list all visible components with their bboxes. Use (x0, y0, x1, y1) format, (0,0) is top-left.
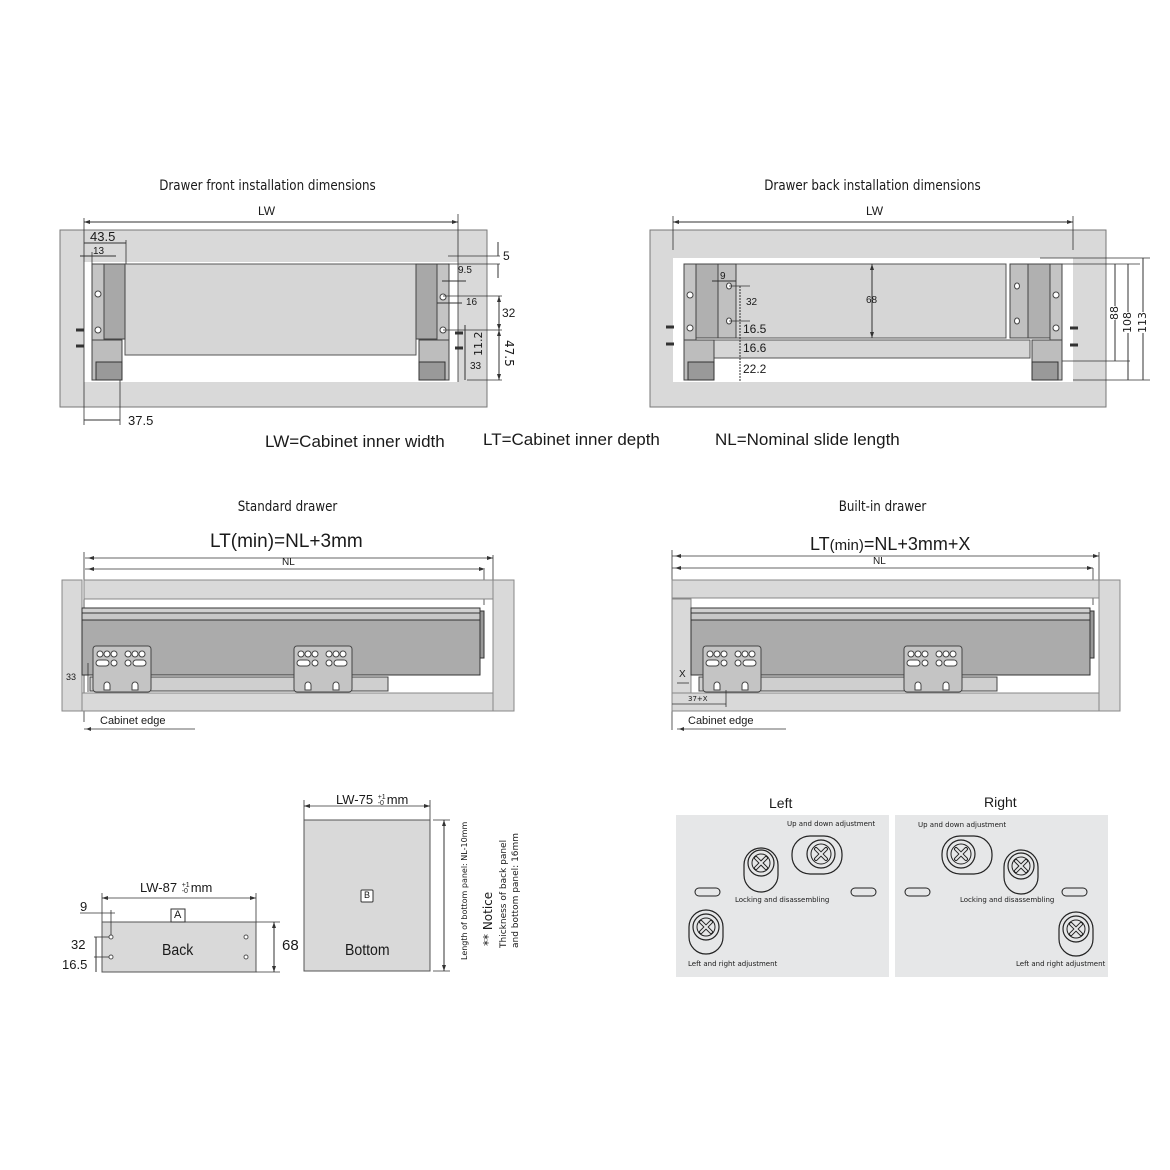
standard-cabinet-edge: Cabinet edge (100, 715, 166, 727)
tag-a-box (170, 908, 186, 923)
back-title: Drawer back installation dimensions (764, 178, 981, 194)
builtin-title: Built-in drawer (838, 499, 927, 515)
builtin-formula-rest: =NL+3mm+X (863, 534, 971, 554)
front-lw-label: LW (258, 204, 276, 218)
back-panel-name: Back (162, 942, 194, 959)
adjust-left-lock: Locking and disassembling (735, 896, 830, 904)
front-dim-9-5: 9.5 (458, 265, 472, 276)
standard-dim-33: 33 (66, 672, 77, 682)
back-panel-dim-32: 32 (71, 937, 86, 952)
adjust-left-updown: Up and down adjustment (787, 820, 876, 828)
builtin-formula-min: (min) (829, 537, 864, 554)
bottom-panel-width: LW-75 +1 -0 mm (336, 793, 408, 807)
front-dim-37-5: 37.5 (128, 413, 154, 428)
back-panel-dim-9: 9 (80, 899, 88, 914)
back-panel-unit: mm (190, 880, 213, 895)
front-dim-33: 33 (470, 361, 482, 372)
back-dim-16-6: 16.6 (743, 341, 767, 355)
adjust-right-updown: Up and down adjustment (918, 821, 1007, 829)
back-dim-9: 9 (720, 271, 726, 282)
back-lw-label: LW (866, 204, 884, 218)
legend-lw: LW=Cabinet inner width (265, 432, 445, 451)
legend-lt: LT=Cabinet inner depth (483, 430, 660, 449)
bracket-right (293, 645, 353, 693)
bottom-panel-name: Bottom (345, 942, 390, 959)
legend-nl: NL=Nominal slide length (715, 430, 900, 449)
front-dim-43-5: 43.5 (90, 229, 116, 244)
front-dim-13: 13 (93, 246, 105, 257)
bottom-panel-tol-bot: -0 (377, 799, 384, 807)
standard-title: Standard drawer (237, 499, 338, 515)
back-panel-width-value: LW-87 (140, 880, 178, 895)
bracket-right (903, 645, 963, 693)
bottom-panel-unit: mm (386, 792, 409, 807)
builtin-x-label: X (679, 669, 686, 680)
back-dim-68: 68 (866, 295, 878, 306)
standard-nl-label: NL (282, 557, 295, 568)
adjust-right-lock: Locking and disassembling (960, 896, 1055, 904)
builtin-cabinet-edge: Cabinet edge (688, 715, 754, 727)
builtin-dim-37x: 37+X (688, 695, 708, 703)
back-panel-width: LW-87 +1 -0 mm (140, 881, 212, 895)
front-title: Drawer front installation dimensions (159, 178, 376, 194)
back-panel-dim-16-5: 16.5 (62, 957, 88, 972)
adjust-right-leftright: Left and right adjustment (1016, 960, 1106, 968)
adjust-left-leftright: Left and right adjustment (688, 960, 778, 968)
back-dim-16-5: 16.5 (743, 322, 767, 336)
builtin-nl-label: NL (873, 556, 886, 567)
bottom-panel-tol-top: +1 (377, 793, 386, 801)
back-dim-22-2: 22.2 (743, 362, 767, 376)
front-dim-5: 5 (503, 249, 510, 263)
front-dim-16: 16 (466, 297, 478, 308)
bracket-left (702, 645, 762, 693)
bottom-panel-tag: B (364, 890, 371, 900)
tag-b-box (360, 889, 374, 903)
back-dim-32: 32 (746, 297, 758, 308)
front-dim-32: 32 (502, 306, 516, 320)
back-panel-dim-68: 68 (282, 937, 299, 954)
bracket-left (92, 645, 152, 693)
back-panel-tol-top: +1 (181, 881, 190, 889)
bottom-panel-width-value: LW-75 (336, 792, 374, 807)
standard-formula: LT(min)=NL+3mm (210, 531, 363, 552)
back-panel-tol-bot: -0 (181, 887, 188, 895)
adjust-right-title: Right (984, 794, 1017, 810)
builtin-formula-lt: LT (810, 534, 830, 554)
adjust-left-title: Left (769, 795, 793, 811)
back-panel-tag: A (174, 909, 182, 921)
builtin-formula: LT(min)=NL+3mm+X (810, 534, 970, 555)
